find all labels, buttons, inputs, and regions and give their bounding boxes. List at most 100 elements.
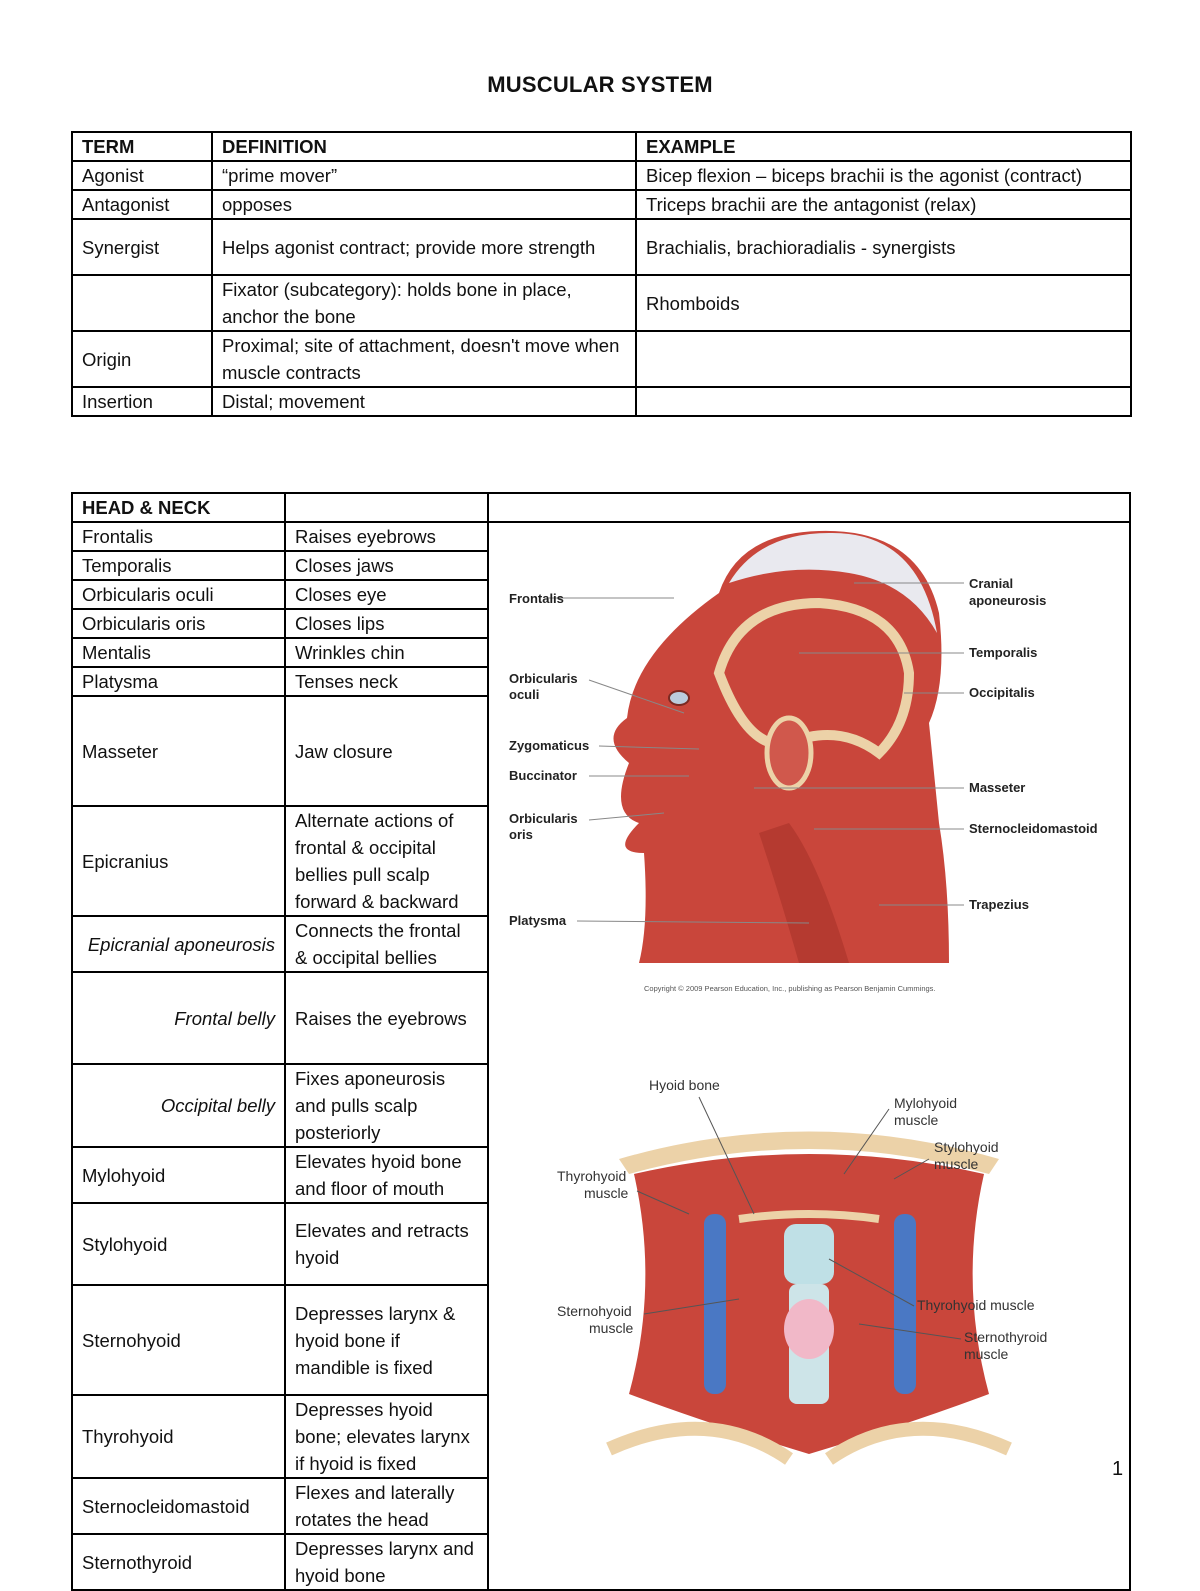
term-example: Brachialis, brachioradialis - synergists bbox=[635, 218, 1132, 276]
muscle-action-cell: Closes eye bbox=[284, 579, 489, 610]
muscle-action-cell: Flexes and laterally rotates the head bbox=[284, 1477, 489, 1535]
term-term: Antagonist bbox=[71, 189, 213, 220]
column-header: HEAD & NECK bbox=[71, 492, 286, 523]
table-row: Agonist“prime mover”Bicep flexion – bice… bbox=[71, 160, 1132, 191]
muscle-name-cell: Sternohyoid bbox=[71, 1284, 286, 1396]
label-hyoid-bone: Hyoid bone bbox=[649, 1077, 720, 1093]
label-mylohyoid: Mylohyoid bbox=[894, 1095, 957, 1111]
vessel-left-shape bbox=[704, 1214, 726, 1394]
label-thyrohyoid-right: Thyrohyoid muscle bbox=[917, 1297, 1035, 1313]
table-header-row: HEAD & NECK bbox=[71, 492, 1131, 523]
term-definition: Proximal; site of attachment, doesn't mo… bbox=[211, 330, 637, 388]
muscle-action-cell: Elevates and retracts hyoid bbox=[284, 1202, 489, 1286]
copyright-note: Copyright © 2009 Pearson Education, Inc.… bbox=[644, 984, 936, 993]
label-frontalis: Frontalis bbox=[509, 591, 564, 606]
table-row: Fixator (subcategory): holds bone in pla… bbox=[71, 274, 1132, 332]
label-orbicularis-oculi-2: oculi bbox=[509, 687, 539, 702]
label-temporalis: Temporalis bbox=[969, 645, 1037, 660]
muscle-name-cell: Orbicularis oculi bbox=[71, 579, 286, 610]
label-cranial: Cranial bbox=[969, 576, 1013, 591]
ear-shape bbox=[764, 715, 814, 791]
neck-muscles-figure: Hyoid bone Mylohyoid muscle Stylohyoid m… bbox=[557, 1077, 1047, 1465]
label-orbicularis-oris-1: Orbicularis bbox=[509, 811, 578, 826]
empty-header-cell bbox=[284, 492, 489, 523]
hyoid-bone-shape bbox=[738, 1210, 880, 1223]
muscle-name-cell: Platysma bbox=[71, 666, 286, 697]
column-header: EXAMPLE bbox=[635, 131, 1132, 162]
label-sternothyroid: Sternothyroid bbox=[964, 1329, 1047, 1345]
label-thyrohyoid-left-muscle: muscle bbox=[584, 1185, 629, 1201]
muscle-name-cell: Sternocleidomastoid bbox=[71, 1477, 286, 1535]
label-trapezius: Trapezius bbox=[969, 897, 1029, 912]
label-sternohyoid: Sternohyoid bbox=[557, 1303, 632, 1319]
label-sternohyoid-muscle: muscle bbox=[589, 1320, 634, 1336]
label-orbicularis-oris-2: oris bbox=[509, 827, 533, 842]
label-platysma: Platysma bbox=[509, 913, 567, 928]
term-term: Agonist bbox=[71, 160, 213, 191]
muscle-name-cell: Orbicularis oris bbox=[71, 608, 286, 639]
muscle-name-cell: Frontal belly bbox=[71, 971, 286, 1065]
head-figure-cell: Frontalis Orbicularis oculi Zygomaticus … bbox=[487, 521, 1131, 1064]
muscle-name-cell: Temporalis bbox=[71, 550, 286, 581]
label-masseter: Masseter bbox=[969, 780, 1025, 795]
muscle-name-cell: Stylohyoid bbox=[71, 1202, 286, 1286]
muscle-name-cell: Mentalis bbox=[71, 637, 286, 668]
label-orbicularis-oculi-1: Orbicularis bbox=[509, 671, 578, 686]
muscle-action-cell: Raises eyebrows bbox=[284, 521, 489, 552]
mandible-shape bbox=[619, 1131, 999, 1174]
eye-shape bbox=[668, 690, 690, 706]
muscle-action-cell: Depresses hyoid bone; elevates larynx if… bbox=[284, 1394, 489, 1479]
column-header: DEFINITION bbox=[211, 131, 637, 162]
muscle-name-cell: Epicranius bbox=[71, 805, 286, 917]
clavicle-shape bbox=[606, 1421, 1012, 1465]
label-aponeurosis: aponeurosis bbox=[969, 593, 1046, 608]
muscle-action-cell: Wrinkles chin bbox=[284, 637, 489, 668]
label-thyrohyoid-left: Thyrohyoid bbox=[557, 1168, 626, 1184]
label-stylohyoid-muscle: muscle bbox=[934, 1156, 979, 1172]
term-term: Origin bbox=[71, 330, 213, 388]
term-example: Rhomboids bbox=[635, 274, 1132, 332]
muscle-action-cell: Raises the eyebrows bbox=[284, 971, 489, 1065]
muscle-action-cell: Jaw closure bbox=[284, 695, 489, 807]
label-mylohyoid-muscle: muscle bbox=[894, 1112, 939, 1128]
larynx-shape bbox=[784, 1224, 834, 1284]
muscle-name-cell: Masseter bbox=[71, 695, 286, 807]
term-example: Triceps brachii are the antagonist (rela… bbox=[635, 189, 1132, 220]
term-term bbox=[71, 274, 213, 332]
label-occipitalis: Occipitalis bbox=[969, 685, 1035, 700]
muscle-action-cell: Depresses larynx and hyoid bone bbox=[284, 1533, 489, 1591]
muscle-action-cell: Closes jaws bbox=[284, 550, 489, 581]
label-stylohyoid: Stylohyoid bbox=[934, 1139, 999, 1155]
page-number: 1 bbox=[1112, 1458, 1124, 1480]
muscle-name-cell: Frontalis bbox=[71, 521, 286, 552]
term-definition: Fixator (subcategory): holds bone in pla… bbox=[211, 274, 637, 332]
neck-shading bbox=[759, 823, 849, 963]
muscle-action-cell: Alternate actions of frontal & occipital… bbox=[284, 805, 489, 917]
muscle-name-cell: Sternothyroid bbox=[71, 1533, 286, 1591]
vessel-right-shape bbox=[894, 1214, 916, 1394]
term-definition: “prime mover” bbox=[211, 160, 637, 191]
label-buccinator: Buccinator bbox=[509, 768, 577, 783]
muscle-action-cell: Tenses neck bbox=[284, 666, 489, 697]
muscle-action-cell: Elevates hyoid bone and floor of mouth bbox=[284, 1146, 489, 1204]
neck-figure-cell: Hyoid bone Mylohyoid muscle Stylohyoid m… bbox=[487, 1064, 1131, 1591]
